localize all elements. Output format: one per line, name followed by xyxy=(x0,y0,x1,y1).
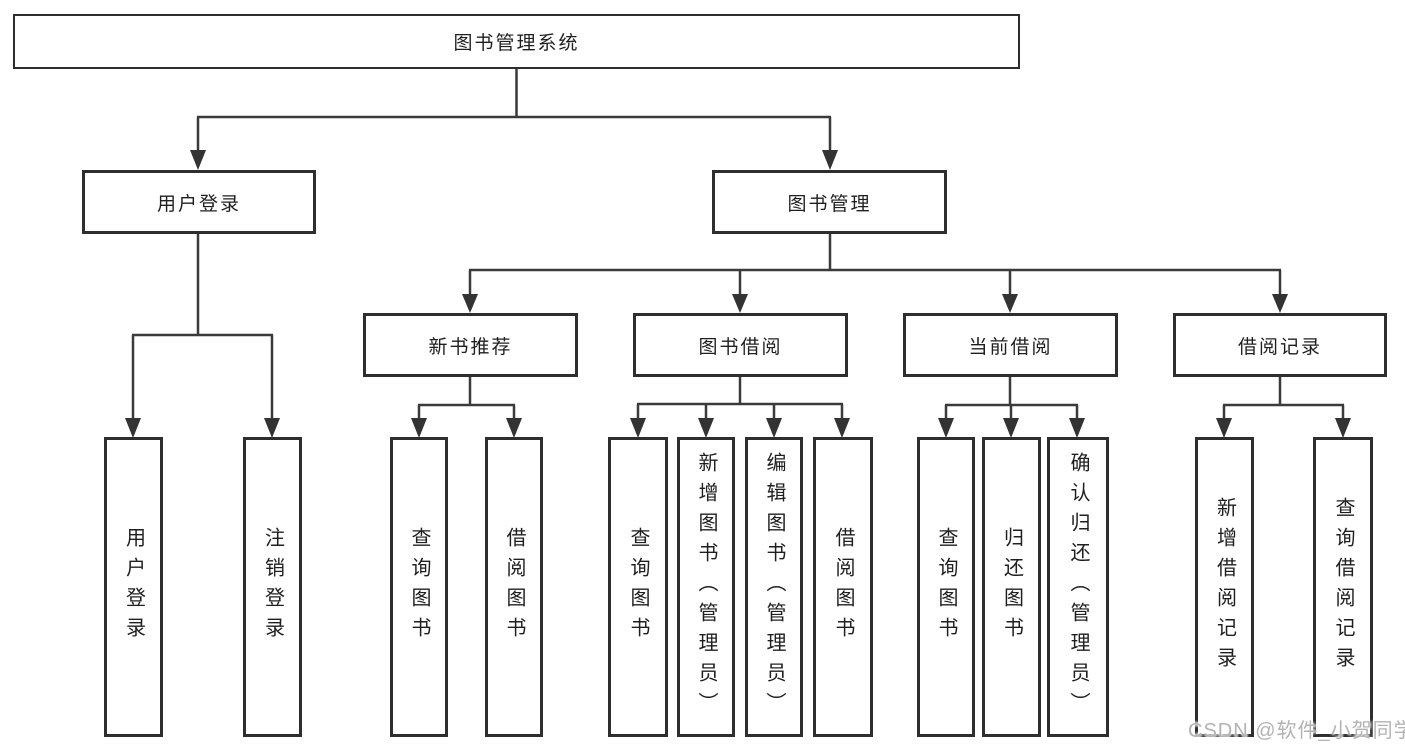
leaf-confirm-return-admin-label: 确认归还（管理员） xyxy=(1067,452,1089,722)
leaf-confirm-return-admin: 确认归还（管理员） xyxy=(1047,437,1109,737)
leaf-borrow-book-1: 借阅图书 xyxy=(485,437,543,737)
leaf-query-book-1: 查询图书 xyxy=(390,437,448,737)
arrowheads xyxy=(125,150,1351,438)
leaf-return-book-label: 归还图书 xyxy=(1000,527,1023,647)
leaf-add-book-admin-label: 新增图书（管理员） xyxy=(695,452,717,722)
leaf-edit-book-admin: 编辑图书（管理员） xyxy=(745,437,803,737)
leaf-query-borrow-record: 查询借阅记录 xyxy=(1313,437,1373,737)
leaf-user-login-label: 用户登录 xyxy=(122,527,145,647)
node-root: 图书管理系统 xyxy=(13,14,1020,69)
node-user-login: 用户登录 xyxy=(82,170,316,234)
leaf-add-borrow-record-label: 新增借阅记录 xyxy=(1213,497,1236,677)
node-book-management: 图书管理 xyxy=(712,170,947,234)
leaf-add-borrow-record: 新增借阅记录 xyxy=(1195,437,1254,737)
node-new-book-recommend: 新书推荐 xyxy=(363,313,578,377)
leaf-borrow-book-2-label: 借阅图书 xyxy=(832,527,854,647)
leaf-query-borrow-record-label: 查询借阅记录 xyxy=(1332,497,1354,677)
leaf-edit-book-admin-label: 编辑图书（管理员） xyxy=(763,452,785,722)
leaf-query-book-3: 查询图书 xyxy=(917,437,975,737)
csdn-watermark: CSDN @软件_小贺同学 xyxy=(1188,720,1405,742)
leaf-query-book-3-label: 查询图书 xyxy=(935,527,957,647)
node-book-borrow: 图书借阅 xyxy=(633,313,848,377)
leaf-logout-label: 注销登录 xyxy=(261,527,284,647)
leaf-add-book-admin: 新增图书（管理员） xyxy=(677,437,735,737)
leaf-query-book-1-label: 查询图书 xyxy=(408,527,430,647)
leaf-logout: 注销登录 xyxy=(243,437,302,737)
node-borrow-records: 借阅记录 xyxy=(1173,313,1387,377)
leaf-borrow-book-1-label: 借阅图书 xyxy=(503,527,525,647)
node-current-borrow: 当前借阅 xyxy=(903,313,1118,377)
leaf-user-login: 用户登录 xyxy=(104,437,163,737)
leaf-query-book-2-label: 查询图书 xyxy=(627,527,649,647)
leaf-return-book: 归还图书 xyxy=(982,437,1041,737)
leaf-borrow-book-2: 借阅图书 xyxy=(813,437,873,737)
leaf-query-book-2: 查询图书 xyxy=(608,437,668,737)
